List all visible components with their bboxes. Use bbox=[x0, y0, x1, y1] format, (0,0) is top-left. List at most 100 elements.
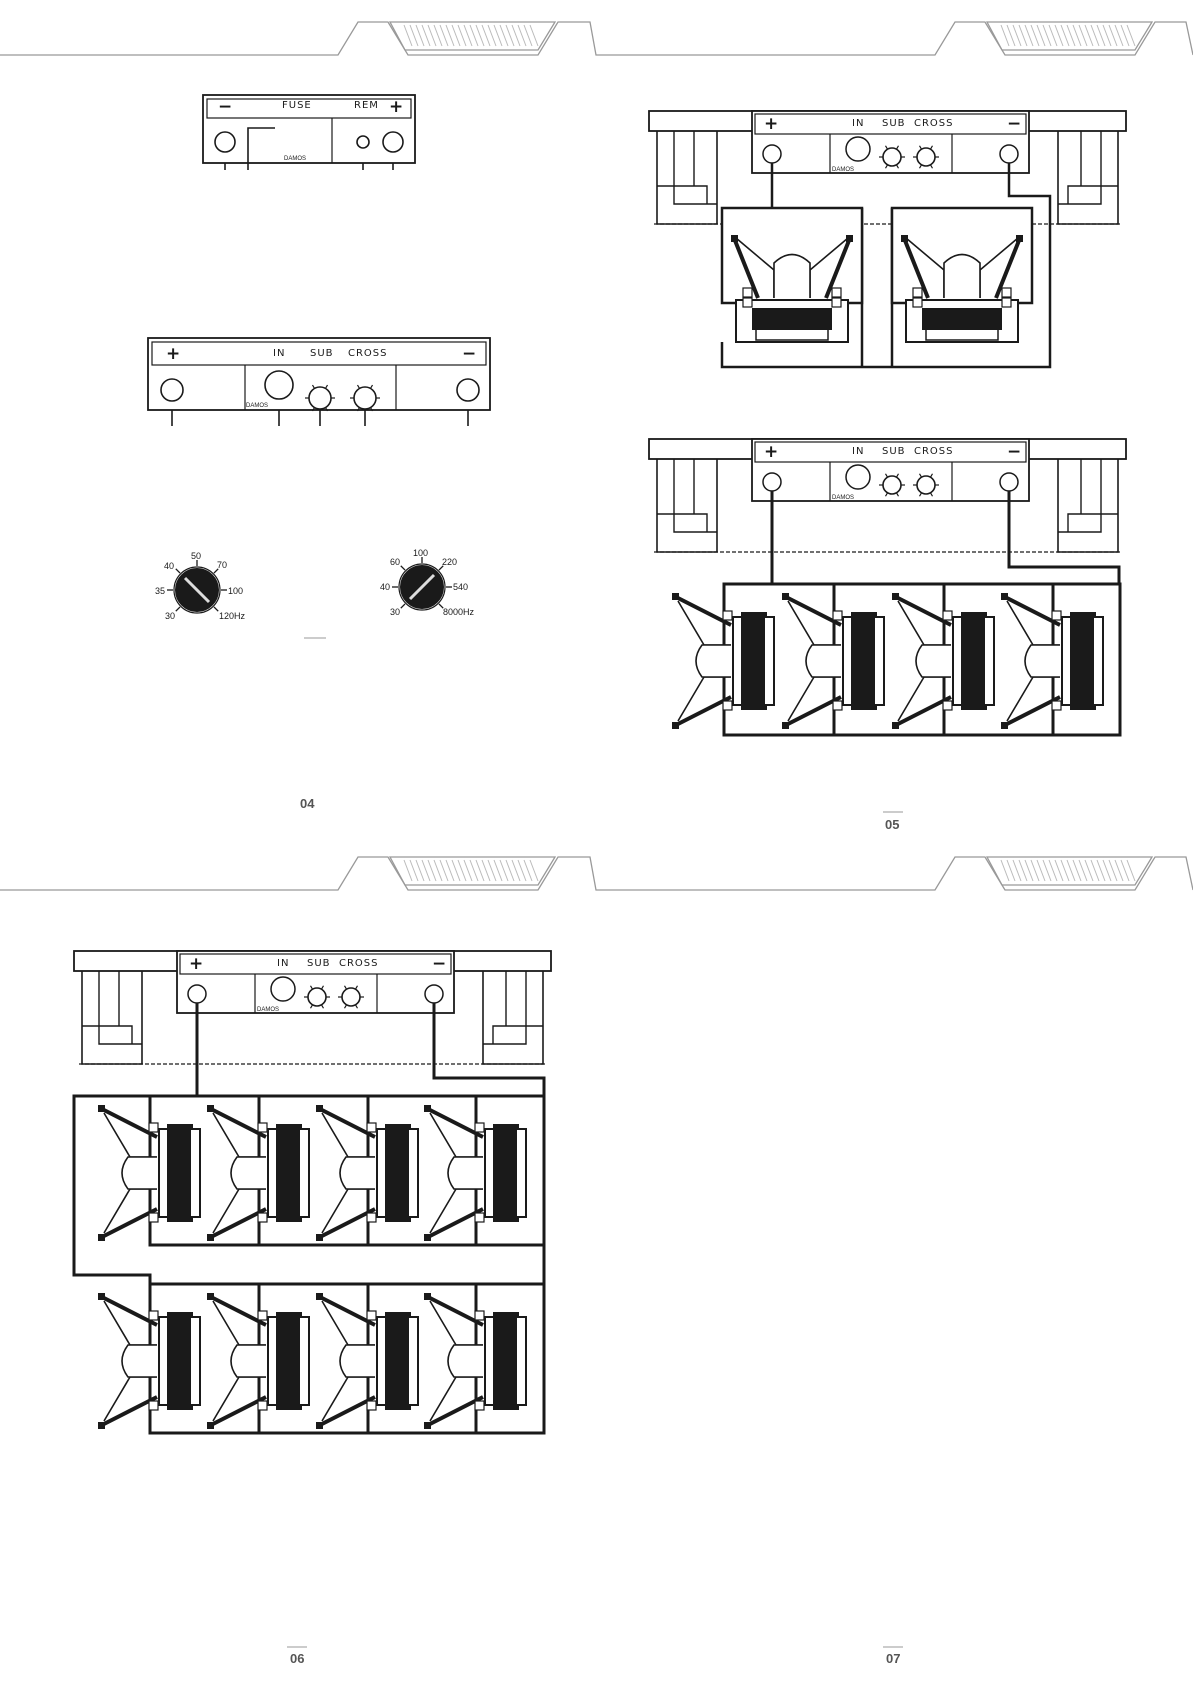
power-terminal bbox=[383, 132, 403, 152]
speaker-terminal bbox=[475, 1123, 484, 1132]
cross-tick-8000hz: 8000Hz bbox=[443, 607, 475, 617]
speaker-terminal bbox=[743, 298, 752, 307]
knob-tick bbox=[326, 385, 328, 388]
speaker-terminal bbox=[833, 611, 842, 620]
sub-label: SUB bbox=[310, 348, 334, 359]
subwoofer bbox=[892, 593, 994, 729]
subwoofer bbox=[1001, 593, 1103, 729]
knob-tick bbox=[358, 385, 360, 388]
amp-brand-logo: DAMOS bbox=[832, 167, 854, 173]
speaker-terminal bbox=[723, 611, 732, 620]
knob-tick bbox=[313, 385, 315, 388]
subwoofer bbox=[98, 1293, 200, 1429]
amp-sub-label: SUB bbox=[882, 446, 906, 457]
knob-tick bbox=[371, 385, 373, 388]
subwoofer bbox=[316, 1105, 418, 1241]
cross-knob bbox=[350, 385, 380, 411]
brand-logo-main: DAMOS bbox=[246, 403, 268, 409]
panel-plus-label: + bbox=[389, 97, 403, 117]
speaker-terminal bbox=[149, 1401, 158, 1410]
subwoofer bbox=[672, 593, 774, 729]
amp-in-label: IN bbox=[852, 446, 864, 457]
speaker-terminal bbox=[832, 288, 841, 297]
sub-tick-50: 50 bbox=[191, 551, 201, 561]
page-number-07: 07 bbox=[886, 1651, 900, 1666]
sub-tick-30: 30 bbox=[165, 611, 175, 621]
sub-knob bbox=[305, 385, 335, 411]
subwoofer bbox=[316, 1293, 418, 1429]
speaker-terminal bbox=[258, 1213, 267, 1222]
speaker-terminal bbox=[149, 1123, 158, 1132]
speaker-terminal bbox=[367, 1311, 376, 1320]
speaker-terminal bbox=[913, 298, 922, 307]
speaker-terminal bbox=[943, 701, 952, 710]
brand-logo: DAMOS bbox=[284, 156, 306, 162]
speaker-terminal bbox=[723, 701, 732, 710]
amp-plus-label: + bbox=[764, 442, 778, 462]
rem-label: REM bbox=[354, 100, 379, 111]
subwoofer bbox=[424, 1105, 526, 1241]
speaker-terminal bbox=[367, 1123, 376, 1132]
amplifier-diagram-four-subs: +INSUBCROSS−DAMOS bbox=[649, 439, 1126, 552]
speaker-terminal bbox=[832, 298, 841, 307]
speaker-wiring bbox=[74, 163, 1120, 1433]
speaker-terminal bbox=[1002, 288, 1011, 297]
power-panel: − FUSE REM + DAMOS bbox=[203, 95, 415, 170]
rem-terminal bbox=[357, 136, 369, 148]
dial-tick bbox=[401, 566, 405, 570]
speaker-terminal bbox=[475, 1401, 484, 1410]
speaker-terminal bbox=[475, 1213, 484, 1222]
amp-minus-label: − bbox=[1007, 442, 1021, 462]
speaker-terminal bbox=[258, 1401, 267, 1410]
cross-label: CROSS bbox=[348, 348, 388, 359]
cross-tick-540: 540 bbox=[453, 582, 468, 592]
speaker-terminal bbox=[1002, 298, 1011, 307]
cross-tick-30: 30 bbox=[390, 607, 400, 617]
amp-cross-label: CROSS bbox=[914, 118, 954, 129]
speaker-terminal bbox=[258, 1123, 267, 1132]
dial-tick bbox=[176, 607, 180, 611]
main-plus-label: + bbox=[166, 344, 180, 364]
sub-tick-70: 70 bbox=[217, 560, 227, 570]
left-bracket bbox=[657, 459, 717, 552]
input-jack bbox=[265, 371, 293, 399]
speaker-terminal bbox=[475, 1311, 484, 1320]
amp-minus-label: − bbox=[1007, 114, 1021, 134]
speaker-terminal bbox=[833, 701, 842, 710]
amp-sub-label: SUB bbox=[307, 958, 331, 969]
speaker-terminal bbox=[1052, 611, 1061, 620]
control-panel: + IN SUB CROSS − DAMOS bbox=[148, 338, 490, 426]
right-bracket bbox=[1058, 459, 1118, 552]
sub-tick-100: 100 bbox=[228, 586, 243, 596]
amplifier-diagram-eight-subs: +INSUBCROSS−DAMOS bbox=[74, 951, 551, 1064]
panel-minus-label: − bbox=[218, 97, 232, 117]
fuse-label: FUSE bbox=[282, 100, 312, 111]
knob bbox=[354, 387, 376, 409]
subwoofer bbox=[424, 1293, 526, 1429]
page-number-05: 05 bbox=[885, 817, 899, 832]
amplifier-diagram-two-subs: +INSUBCROSS−DAMOS bbox=[649, 111, 1126, 224]
speaker-terminal bbox=[149, 1213, 158, 1222]
speaker-terminal bbox=[913, 288, 922, 297]
knob bbox=[309, 387, 331, 409]
sub-tick-35: 35 bbox=[155, 586, 165, 596]
amp-sub-label: SUB bbox=[882, 118, 906, 129]
page-number-04: 04 bbox=[300, 796, 315, 811]
sub-frequency-dial: 30 35 40 50 70 100 120Hz bbox=[155, 551, 246, 621]
right-bracket bbox=[1058, 131, 1118, 224]
cross-tick-100: 100 bbox=[413, 548, 428, 558]
dial-tick bbox=[401, 604, 405, 608]
ground-terminal bbox=[215, 132, 235, 152]
sub-tick-40: 40 bbox=[164, 561, 174, 571]
subwoofer bbox=[782, 593, 884, 729]
crossover-frequency-dial: 30 40 60 100 220 540 8000Hz bbox=[380, 548, 475, 617]
speaker-terminal bbox=[1052, 701, 1061, 710]
speaker-terminal bbox=[258, 1311, 267, 1320]
speaker-terminal bbox=[943, 611, 952, 620]
amp-in-label: IN bbox=[852, 118, 864, 129]
page-number-06: 06 bbox=[290, 1651, 304, 1666]
cross-tick-40: 40 bbox=[380, 582, 390, 592]
dial-tick bbox=[214, 607, 218, 611]
